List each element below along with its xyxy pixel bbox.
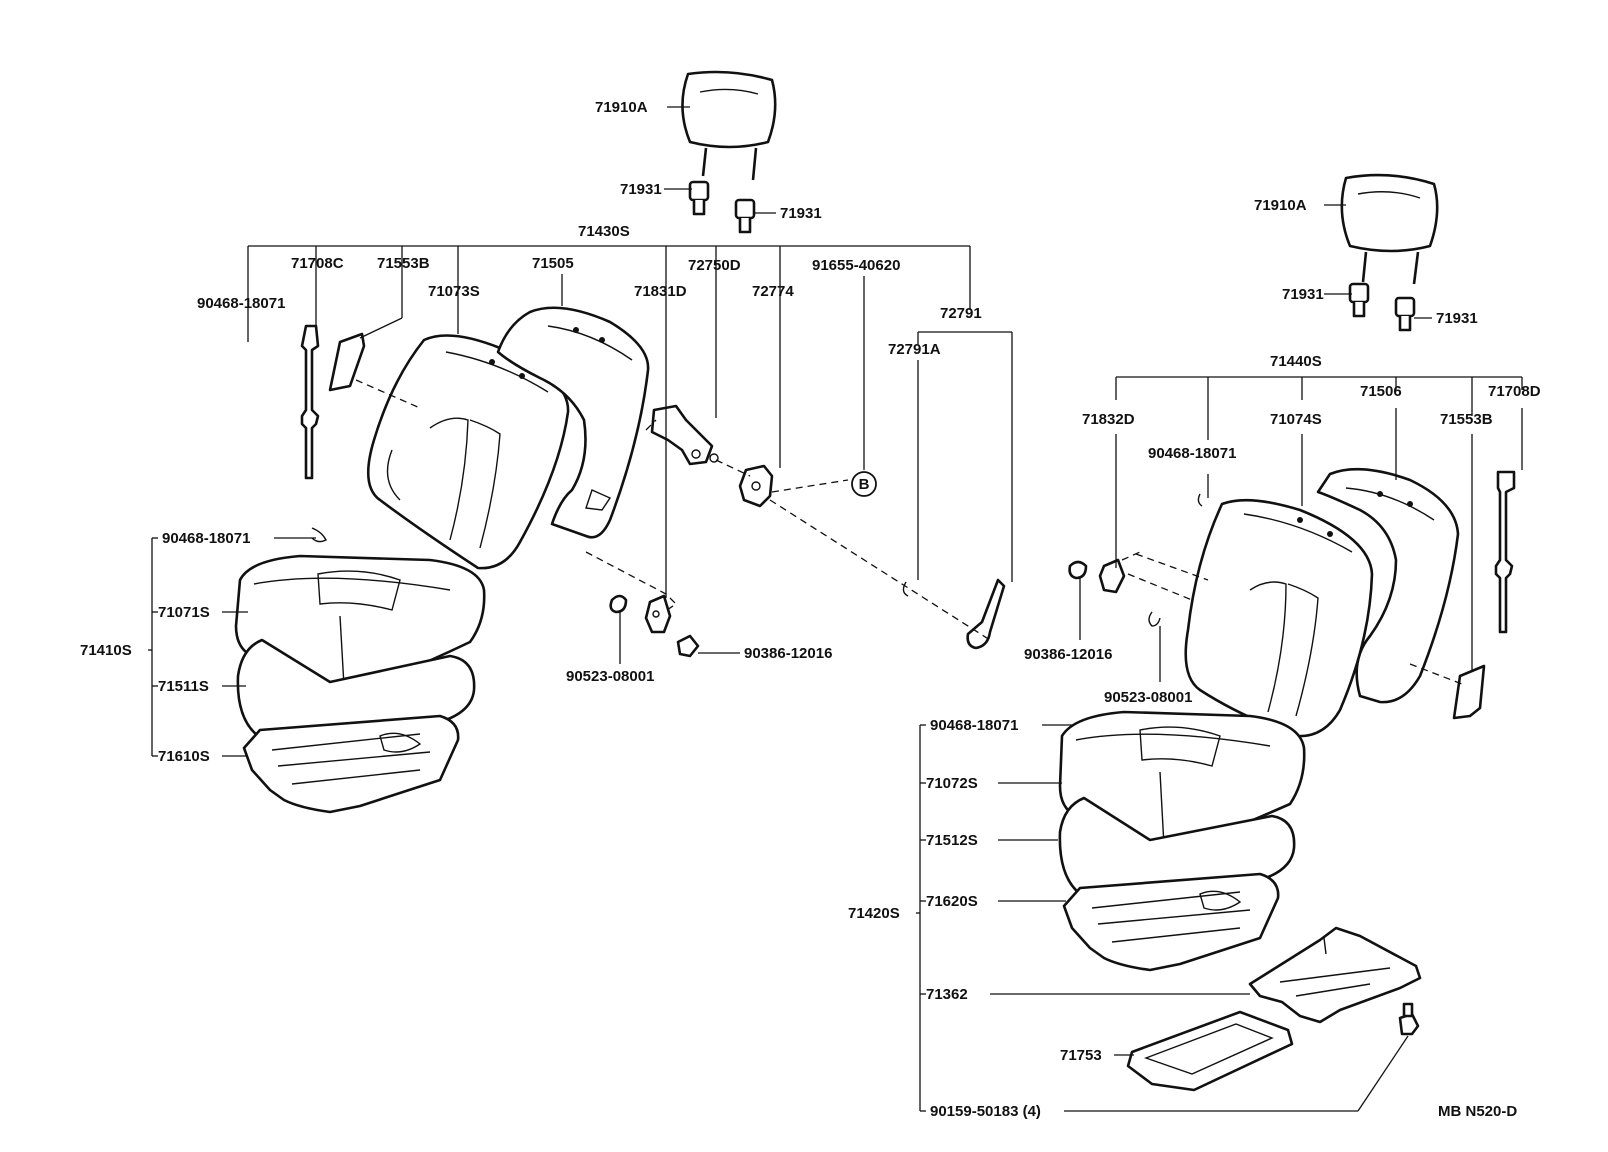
- label-72791: 72791: [940, 305, 982, 322]
- callout-b-label: B: [859, 476, 870, 493]
- label-90386-12016-left: 90386-12016: [744, 645, 832, 662]
- bolt-part: [1398, 1002, 1420, 1036]
- right-cushion-frame: [1062, 872, 1280, 972]
- label-71506: 71506: [1360, 383, 1402, 400]
- label-71074s: 71074S: [1270, 411, 1322, 428]
- right-seatback-pad: [1316, 467, 1460, 704]
- label-71931-r1: 71931: [1282, 286, 1324, 303]
- label-71910a-right: 71910A: [1254, 197, 1307, 214]
- right-belt-guide: [1494, 470, 1516, 634]
- left-seatback-pad: [496, 306, 650, 539]
- label-71553b-right: 71553B: [1440, 411, 1493, 428]
- part-labels: 71910A 71931 71931 71430S 71708C 71553B …: [80, 99, 1541, 1120]
- label-90468-18071-lt: 90468-18071: [197, 295, 285, 312]
- bracket: [1248, 926, 1422, 1024]
- label-91655-40620: 91655-40620: [812, 257, 900, 274]
- label-90523-08001-left: 90523-08001: [566, 668, 654, 685]
- right-headrest: [1340, 173, 1439, 285]
- label-71440s: 71440S: [1270, 353, 1322, 370]
- label-72750d: 72750D: [688, 257, 741, 274]
- left-recliner-cover: [311, 527, 700, 658]
- lever: [902, 578, 1006, 650]
- right-recliner-cover: [1068, 493, 1203, 627]
- left-side-cover: [328, 332, 366, 392]
- left-recliner-knob: [738, 464, 774, 508]
- label-71931-r2: 71931: [1436, 310, 1478, 327]
- right-headrest-supports: [1348, 282, 1416, 332]
- left-headrest: [681, 70, 777, 181]
- label-71430s: 71430S: [578, 223, 630, 240]
- label-71931-l2: 71931: [780, 205, 822, 222]
- label-71410s: 71410S: [80, 642, 132, 659]
- left-cushion-cover: [234, 554, 486, 694]
- label-71553b-left: 71553B: [377, 255, 430, 272]
- label-90386-12016-right: 90386-12016: [1024, 646, 1112, 663]
- label-71512s: 71512S: [926, 832, 978, 849]
- label-90468-18071-rt: 90468-18071: [1148, 445, 1236, 462]
- label-71753: 71753: [1060, 1047, 1102, 1064]
- label-90159-50183: 90159-50183 (4): [930, 1103, 1041, 1120]
- label-71610s: 71610S: [158, 748, 210, 765]
- right-side-cover: [1452, 664, 1486, 720]
- label-71931-l1: 71931: [620, 181, 662, 198]
- diagram-code: MB N520-D: [1438, 1103, 1517, 1120]
- left-hinge: [650, 404, 719, 466]
- label-71708c: 71708C: [291, 255, 344, 272]
- label-71708d: 71708D: [1488, 383, 1541, 400]
- left-belt-guide: [300, 324, 320, 480]
- leader-lines: [148, 106, 1523, 1112]
- label-71910a-left: 71910A: [595, 99, 648, 116]
- label-90468-18071-rm: 90468-18071: [930, 717, 1018, 734]
- right-seatback-cover: [1184, 498, 1374, 738]
- callout-b: B: [851, 471, 877, 497]
- label-71832d: 71832D: [1082, 411, 1135, 428]
- label-71362: 71362: [926, 986, 968, 1003]
- tray: [1126, 1010, 1294, 1092]
- label-72791a: 72791A: [888, 341, 941, 358]
- left-headrest-supports: [688, 180, 756, 234]
- label-71073s: 71073S: [428, 283, 480, 300]
- left-cushion-frame: [242, 714, 460, 814]
- label-90468-18071-lm: 90468-18071: [162, 530, 250, 547]
- label-71420s: 71420S: [848, 905, 900, 922]
- left-seatback-cover: [366, 334, 570, 570]
- label-72774: 72774: [752, 283, 794, 300]
- label-71620s: 71620S: [926, 893, 978, 910]
- label-71505: 71505: [532, 255, 574, 272]
- label-71831d: 71831D: [634, 283, 687, 300]
- label-71511s: 71511S: [158, 678, 209, 695]
- label-71071s: 71071S: [158, 604, 210, 621]
- label-90523-08001-right: 90523-08001: [1104, 689, 1192, 706]
- label-71072s: 71072S: [926, 775, 978, 792]
